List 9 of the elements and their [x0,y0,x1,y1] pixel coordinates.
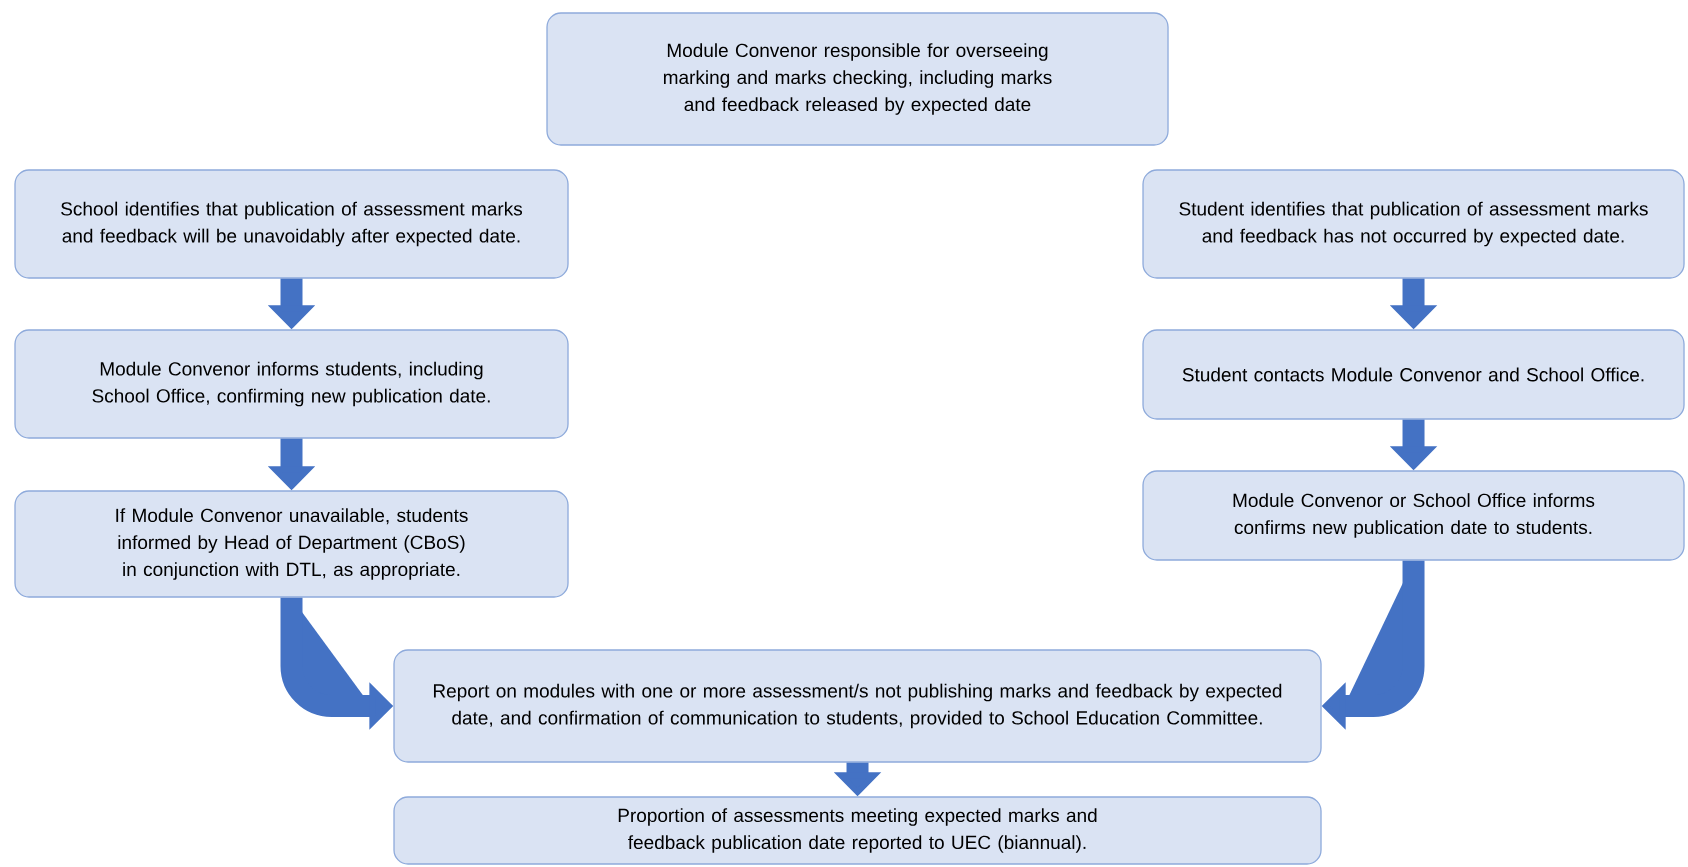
process-box: Module Convenor informs students, including School Office, confirming new publication date. [14,329,569,439]
process-box: School identifies that publication of assessment marks and feedback will be unavoidably after expected date. [14,169,569,279]
process-box: Student identifies that publication of assessment marks and feedback has not occurred by expected date. [1142,169,1685,279]
process-box: If Module Convenor unavailable, students informed by Head of Department (CBoS) in conjunction with DTL, as appropriate. [14,490,569,598]
process-box: Proportion of assessments meeting expected marks and feedback publication date reported to UEC (biannual). [393,796,1322,865]
process-box: Report on modules with one or more assessment/s not publishing marks and feedback by expected date, and confirmation of communication to students, provided to School Education Committee. [393,649,1322,763]
process-box: Student contacts Module Convenor and School Office. [1142,329,1685,420]
process-box: Module Convenor responsible for overseeing marking and marks checking, including marks and feedback released by expected date [546,12,1169,146]
process-box: Module Convenor or School Office informs confirms new publication date to students. [1142,470,1685,561]
